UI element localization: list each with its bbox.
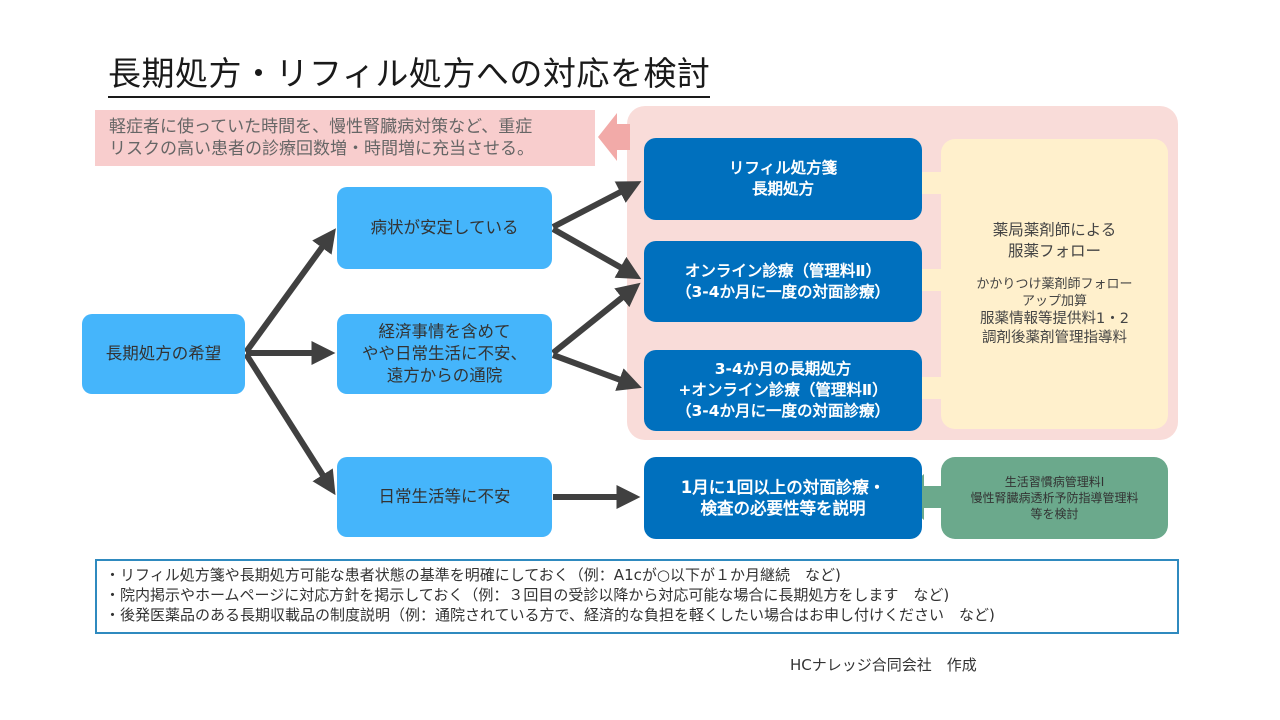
condition-label: 日常生活等に不安 [378, 487, 511, 506]
recommendation-item: ・リフィル処方箋や長期処方可能な患者状態の基準を明確にしておく（例：A1cが○以… [105, 566, 841, 584]
condition-label: 経済事情を含めて [378, 322, 511, 341]
option-label: オンライン診療（管理料Ⅱ） [684, 261, 882, 280]
option-label: 1月に1回以上の対面診療・ [680, 478, 886, 497]
arrow-anxious-to-longterm [551, 352, 642, 391]
reallocation-note: 軽症者に使っていた時間を、慢性腎臓病対策など、重症 リスクの高い患者の診療回数増… [95, 110, 595, 166]
pharmacy-item: アップ加算 [1021, 294, 1087, 309]
pharmacy-followup-box: 薬局薬剤師による 服薬フォロー かかりつけ薬剤師フォロー アップ加算 服薬情報等… [941, 139, 1168, 429]
arrow-start-to-stable [243, 228, 336, 354]
condition-box-economic-anxiety: 経済事情を含めて やや日常生活に不安、 遠方からの通院 [337, 314, 552, 394]
management-fee-line: 慢性腎臓病透析予防指導管理料 [970, 491, 1139, 505]
option-box-online: オンライン診療（管理料Ⅱ） （3-4か月に一度の対面診療） [644, 241, 922, 322]
option-box-face-to-face: 1月に1回以上の対面診療・ 検査の必要性等を説明 [644, 457, 922, 539]
option-label: 3-4か月の長期処方 [714, 360, 852, 378]
pink-left-arrow-icon [598, 113, 630, 161]
pharmacy-item: かかりつけ薬剤師フォロー [976, 277, 1133, 292]
option-label: +オンライン診療（管理料Ⅱ） [678, 381, 888, 399]
option-label: 検査の必要性等を説明 [700, 499, 866, 518]
start-box-long-term-request: 長期処方の希望 [82, 314, 245, 394]
pharmacy-heading: 服薬フォロー [1007, 242, 1101, 260]
management-fee-box: 生活習慣病管理料Ⅰ 慢性腎臓病透析予防指導管理料 等を検討 [941, 457, 1168, 539]
condition-label: 遠方からの通院 [386, 366, 503, 385]
recommendation-item: ・院内掲示やホームページに対応方針を掲示しておく（例：３回目の受診以降から対応可… [105, 586, 950, 604]
arrow-start-to-daily [243, 352, 336, 496]
arrow-stable-to-online [551, 226, 642, 280]
pharmacy-item: 調剤後薬剤管理指導料 [982, 330, 1127, 346]
condition-box-daily-anxiety: 日常生活等に不安 [337, 457, 552, 537]
option-label: （3-4か月に一度の対面診療） [675, 282, 890, 301]
condition-box-stable: 病状が安定している [337, 187, 552, 269]
recommendation-item: ・後発医薬品のある長期収載品の制度説明（例：通院されている方で、経済的な負担を軽… [105, 606, 995, 624]
start-box-label: 長期処方の希望 [105, 344, 222, 363]
option-box-longterm-online: 3-4か月の長期処方 +オンライン診療（管理料Ⅱ） （3-4か月に一度の対面診療… [644, 350, 922, 431]
option-label: 長期処方 [751, 180, 814, 198]
pharmacy-heading: 薬局薬剤師による [992, 221, 1117, 239]
management-fee-line: 生活習慣病管理料Ⅰ [1004, 475, 1105, 489]
condition-label: やや日常生活に不安、 [362, 344, 527, 363]
arrow-stable-to-refill [551, 181, 642, 230]
option-label: リフィル処方箋 [728, 159, 838, 177]
pharmacy-item: 服薬情報等提供料1・2 [980, 311, 1129, 327]
recommendations-box: ・リフィル処方箋や長期処方可能な患者状態の基準を明確にしておく（例：A1cが○以… [95, 559, 1179, 634]
author-credit: HCナレッジ合同会社 作成 [790, 656, 977, 674]
page-title: 長期処方・リフィル処方への対応を検討 [108, 52, 711, 98]
condition-label: 病状が安定している [370, 218, 519, 237]
arrow-anxious-to-online [551, 282, 641, 356]
management-fee-line: 等を検討 [1030, 507, 1079, 521]
note-line: 軽症者に使っていた時間を、慢性腎臓病対策など、重症 [109, 117, 533, 137]
option-box-refill: リフィル処方箋 長期処方 [644, 138, 922, 220]
option-label: （3-4か月に一度の対面診療） [675, 402, 890, 420]
note-line: リスクの高い患者の診療回数増・時間増に充当させる。 [109, 139, 534, 159]
